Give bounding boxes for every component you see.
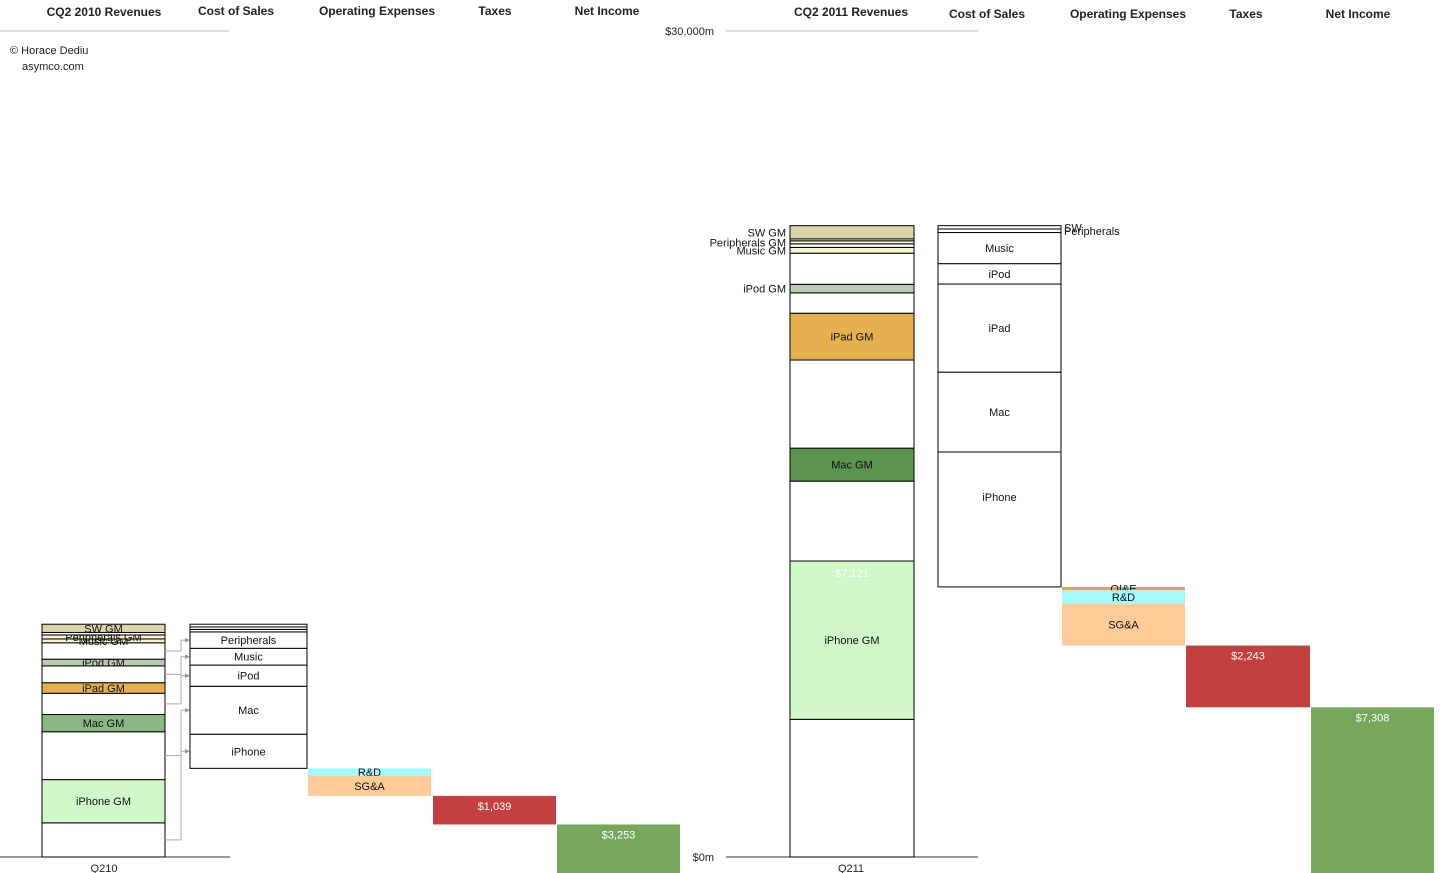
revenue-label-2011-3-mac-gm: Mac GM <box>831 460 873 472</box>
y-tick-bottom: $0m <box>693 852 714 864</box>
revenue-bar-2010-12-sw-gm <box>41 623 166 633</box>
cost-bar-2011-2-ipad <box>937 283 1062 373</box>
revenue-label-2010-1-iphone-gm: iPhone GM <box>76 796 131 808</box>
opex-bar-2010-sg-a <box>308 775 431 796</box>
connector-arrow-0 <box>165 748 190 841</box>
opex-bar-2011-r-d <box>1062 590 1185 604</box>
header-taxes-2011: Taxes <box>1229 7 1262 21</box>
revenue-bar-2010-0-blank <box>41 822 166 858</box>
cost-label-2011-3-ipod: iPod <box>988 269 1010 281</box>
cost-label-2010-0-iphone: iPhone <box>231 746 265 758</box>
header-taxes-2010: Taxes <box>478 4 511 18</box>
cost-label-2010-1-mac: Mac <box>238 705 259 717</box>
revenue-label-2011-9-music-gm: Music GM <box>737 245 787 257</box>
net-income-bar-2010 <box>557 824 680 873</box>
revenue-bar-2011-5-ipad-gm <box>789 312 915 361</box>
revenue-label-2010-5-ipad-gm: iPad GM <box>82 683 125 695</box>
cost-bar-2011-5-peripherals <box>937 228 1062 234</box>
revenue-label-2011-7-ipod-gm: iPod GM <box>743 284 786 296</box>
header-cost-of-sales-2010: Cost of Sales <box>198 4 274 18</box>
opex-bar-2010-r-d <box>308 768 431 776</box>
title-2010: CQ2 2010 Revenues <box>47 5 162 19</box>
opex-label-2010-sg-a: SG&A <box>354 781 385 793</box>
revenue-bar-2011-7-ipod-gm <box>789 283 915 294</box>
header-2011: CQ2 2011 Revenues Cost of Sales Operatin… <box>794 5 1391 21</box>
cost-label-2011-6-sw: SW <box>1064 222 1082 234</box>
x-tick-q210: Q210 <box>91 863 118 873</box>
cost-bar-2011-4-music <box>937 232 1062 265</box>
revenue-bar-2010-2-blank <box>41 731 166 781</box>
cost-label-2011-1-mac: Mac <box>989 407 1010 419</box>
cost-label-2011-2-ipad: iPad <box>988 323 1010 335</box>
axis-2011: $30,000m $0m Q211 <box>665 26 978 873</box>
net-income-value-label-2011: $7,308 <box>1356 712 1390 724</box>
cost-bar-2011-1-mac <box>937 371 1062 453</box>
revenue-bar-2010-1-iphone-gm <box>41 779 166 824</box>
header-net-income-2011: Net Income <box>1326 7 1391 21</box>
revenue-bar-2011-0-blank <box>789 718 915 858</box>
revenue-label-2010-12-sw-gm: SW GM <box>84 623 123 635</box>
credit-site: asymco.com <box>22 61 84 73</box>
cost-label-2011-0-iphone: iPhone <box>982 492 1016 504</box>
opex-label-2011-sg-a: SG&A <box>1108 620 1139 632</box>
cost-bar-2010-0-iphone <box>189 733 308 769</box>
header-operating-expenses-2011: Operating Expenses <box>1070 7 1186 21</box>
connector-arrow-4 <box>165 637 190 652</box>
connector-arrow-3 <box>165 654 190 675</box>
opex-bar-2011-sg-a <box>1062 603 1185 646</box>
credit-author: © Horace Dediu <box>10 45 88 57</box>
cost-bar-2011-6-sw <box>937 225 1062 230</box>
header-operating-expenses-2010: Operating Expenses <box>319 4 435 18</box>
revenue-label-2011-11-peripherals-gm: Peripherals GM <box>710 237 786 249</box>
revenue-bar-2011-2-blank <box>789 480 915 562</box>
header-2010: CQ2 2010 Revenues Cost of Sales Operatin… <box>47 4 640 19</box>
revenue-label-2011-13-sw-gm: SW GM <box>748 227 787 239</box>
revenue-bar-2011-4-blank <box>789 359 915 449</box>
connector-arrow-2 <box>165 673 190 705</box>
cost-label-2011-5-peripherals: Peripherals <box>1064 226 1120 238</box>
revenue-bar-2011-13-sw-gm <box>789 225 915 240</box>
revenue-bar-2011-8-blank <box>789 252 915 285</box>
revenue-bar-2011-10-blank <box>789 243 915 248</box>
cost-bar-2011-0-iphone <box>937 451 1062 588</box>
revenue-bar-2011-9-music-gm <box>789 246 915 254</box>
credits: © Horace Dediu asymco.com <box>10 45 88 73</box>
x-tick-q211: Q211 <box>838 863 864 873</box>
revenue-bar-2011-6-blank <box>789 292 915 314</box>
taxes-value-label-2010: $1,039 <box>478 801 512 813</box>
cost-label-2010-3-music: Music <box>234 652 263 664</box>
revenue-bar-2010-4-blank <box>41 692 166 716</box>
taxes-bar-2011 <box>1186 645 1310 708</box>
opex-label-2011-r-d: R&D <box>1112 592 1135 604</box>
taxes-bar-2010 <box>433 795 556 825</box>
cost-label-2011-4-music: Music <box>985 243 1014 255</box>
cost-label-2010-2-ipod: iPod <box>237 671 259 683</box>
header-net-income-2010: Net Income <box>575 4 640 18</box>
revenue-value-label-2011-1: $7,121 <box>835 568 869 580</box>
cost-label-2010-4-peripherals: Peripherals <box>221 635 277 647</box>
revenue-bar-2011-1-iphone-gm <box>789 560 915 720</box>
title-2011: CQ2 2011 Revenues <box>794 5 908 19</box>
connector-arrow-1 <box>165 707 190 757</box>
revenue-bar-2011-3-mac-gm <box>789 447 915 482</box>
opex-bar-2011-oi-e <box>1062 586 1185 591</box>
cost-bar-2010-1-mac <box>189 685 308 735</box>
header-cost-of-sales-2011: Cost of Sales <box>949 7 1025 21</box>
y-tick-top: $30,000m <box>665 26 714 38</box>
net-income-value-label-2010: $3,253 <box>602 829 636 841</box>
cost-bar-2010-7-blank <box>189 623 308 628</box>
revenue-label-2011-5-ipad-gm: iPad GM <box>831 332 874 344</box>
revenue-label-2010-3-mac-gm: Mac GM <box>83 718 125 730</box>
revenue-label-2011-1-iphone-gm: iPhone GM <box>824 635 879 647</box>
taxes-value-label-2011: $2,243 <box>1231 651 1265 663</box>
net-income-bar-2011 <box>1311 707 1434 873</box>
revenue-label-2010-7-ipod-gm: iPod GM <box>82 658 125 670</box>
